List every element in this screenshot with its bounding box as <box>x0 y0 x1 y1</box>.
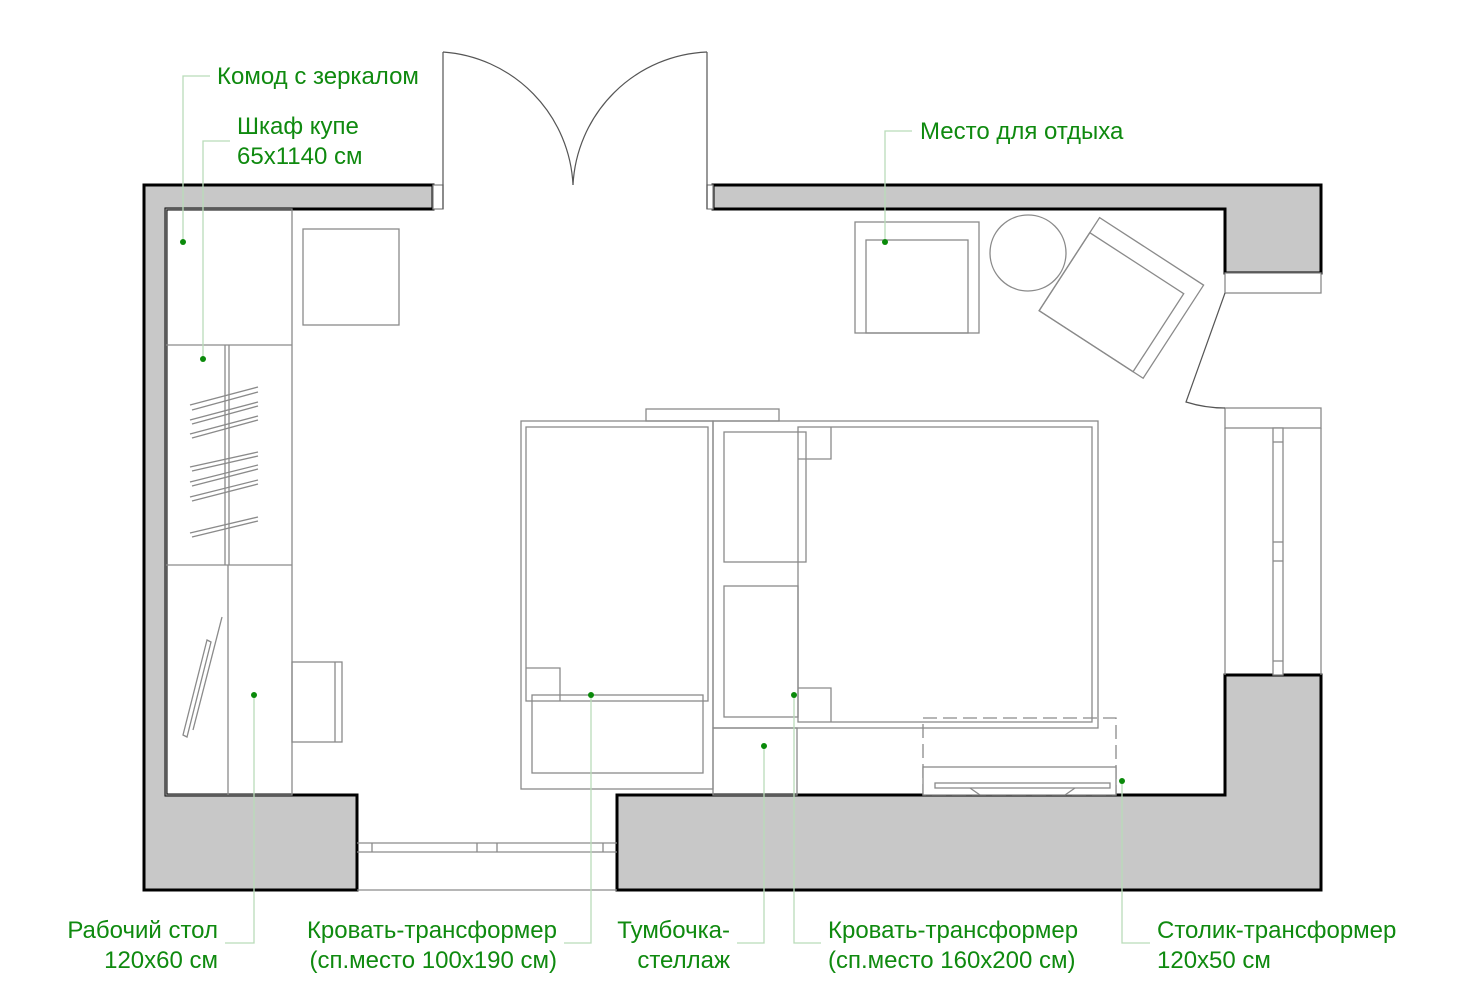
entrance-double-door[interactable] <box>442 51 708 209</box>
headboard-bar <box>645 408 780 422</box>
armchair-rotated <box>1038 216 1205 380</box>
label-desk-size: 120х60 см <box>104 947 218 974</box>
label-wardrobe-size: 65х1140 см <box>237 143 362 170</box>
label-nightstand-2: стеллаж <box>637 947 730 974</box>
leader-lines <box>182 75 1150 944</box>
label-bed-large: Кровать-трансформер <box>828 917 1078 944</box>
transformer-table <box>922 717 1117 796</box>
round-coffee-table <box>989 214 1067 292</box>
label-bed-large-size: (сп.место 160х200 см) <box>828 947 1076 974</box>
bed-large <box>712 420 1099 729</box>
wall-left <box>142 183 435 892</box>
door-jamb <box>432 184 444 210</box>
label-desk: Рабочий стол <box>67 917 218 944</box>
balcony-door-window <box>1185 272 1322 676</box>
label-table: Столик-трансформер <box>1157 917 1396 944</box>
label-dots <box>180 239 1125 784</box>
wall-top-right <box>711 183 1323 275</box>
label-nightstand: Тумбочка- <box>617 917 730 944</box>
wardrobe <box>165 208 293 796</box>
bed-small <box>520 420 714 790</box>
desk-chair <box>291 661 343 743</box>
label-dresser: Комод с зеркалом <box>217 63 419 90</box>
dresser-square <box>302 228 400 326</box>
window-bottom <box>357 842 617 891</box>
label-bed-small: Кровать-трансформер <box>307 917 557 944</box>
label-wardrobe: Шкаф купе <box>237 113 359 140</box>
door-jamb <box>706 184 714 210</box>
label-lounge: Место для отдыха <box>920 118 1124 145</box>
nightstand <box>712 431 807 796</box>
label-bed-small-size: (сп.место 100х190 см) <box>310 947 558 974</box>
label-table-size: 120х50 см <box>1157 947 1271 974</box>
armchair <box>854 221 980 334</box>
